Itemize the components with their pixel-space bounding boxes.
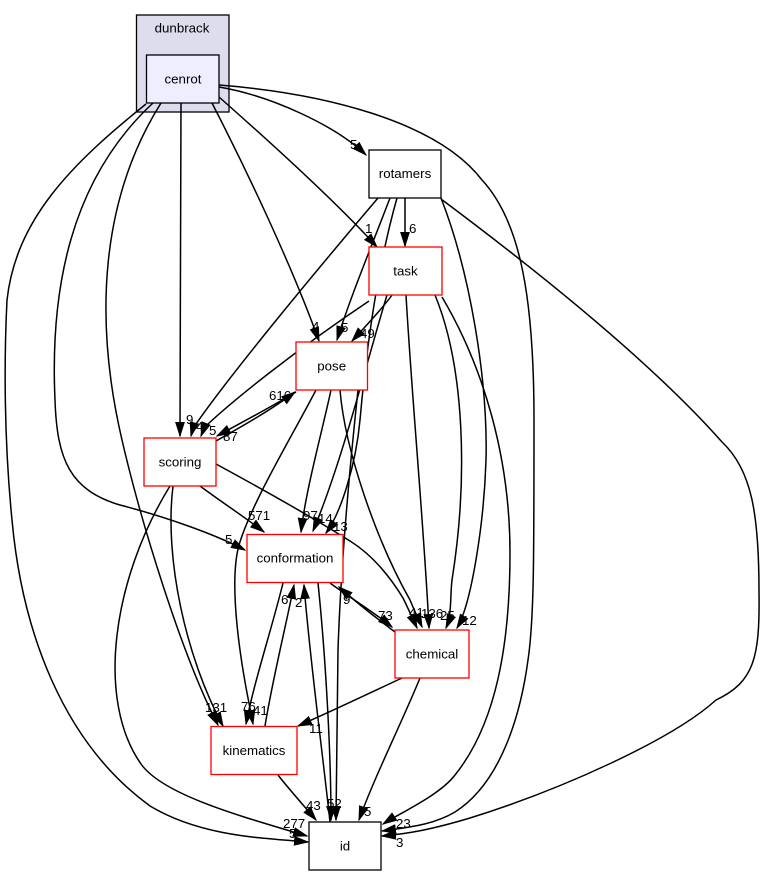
svg-text:5: 5 [341,320,348,335]
svg-text:76: 76 [241,699,256,714]
svg-text:pose: pose [317,359,346,374]
svg-text:97: 97 [303,508,318,523]
svg-text:3: 3 [396,835,403,850]
svg-text:87: 87 [223,429,238,444]
svg-text:571: 571 [248,508,270,523]
svg-text:616: 616 [269,388,291,403]
svg-text:5: 5 [364,804,371,819]
svg-text:277: 277 [283,816,305,831]
svg-text:12: 12 [462,613,477,628]
svg-text:49: 49 [360,326,375,341]
svg-text:9: 9 [186,412,193,427]
svg-text:6: 6 [409,221,416,236]
svg-text:4: 4 [196,419,203,434]
svg-text:4: 4 [312,319,319,334]
svg-text:2: 2 [295,595,302,610]
svg-text:73: 73 [378,608,393,623]
svg-text:14: 14 [318,511,333,526]
svg-text:id: id [340,839,350,854]
svg-text:1: 1 [365,221,372,236]
svg-text:52: 52 [327,796,342,811]
svg-text:task: task [393,264,418,279]
svg-text:dunbrack: dunbrack [155,21,210,36]
svg-text:23: 23 [396,816,411,831]
svg-text:136: 136 [421,606,443,621]
svg-text:5: 5 [289,826,296,841]
svg-text:cenrot: cenrot [165,72,202,87]
svg-text:rotamers: rotamers [379,166,432,181]
svg-text:9: 9 [343,592,350,607]
svg-text:13: 13 [333,519,348,534]
svg-text:chemical: chemical [406,647,459,662]
svg-text:41: 41 [253,703,268,718]
svg-text:25: 25 [440,608,455,623]
svg-text:11: 11 [309,721,323,736]
svg-text:kinematics: kinematics [223,743,286,758]
svg-text:6: 6 [281,592,288,607]
svg-text:5: 5 [350,137,357,152]
svg-text:43: 43 [306,798,321,813]
svg-text:scoring: scoring [159,455,202,470]
svg-text:41: 41 [409,605,424,620]
svg-text:conformation: conformation [257,551,334,566]
svg-text:5: 5 [225,532,232,547]
svg-text:5: 5 [209,423,216,438]
svg-text:131: 131 [205,700,227,715]
